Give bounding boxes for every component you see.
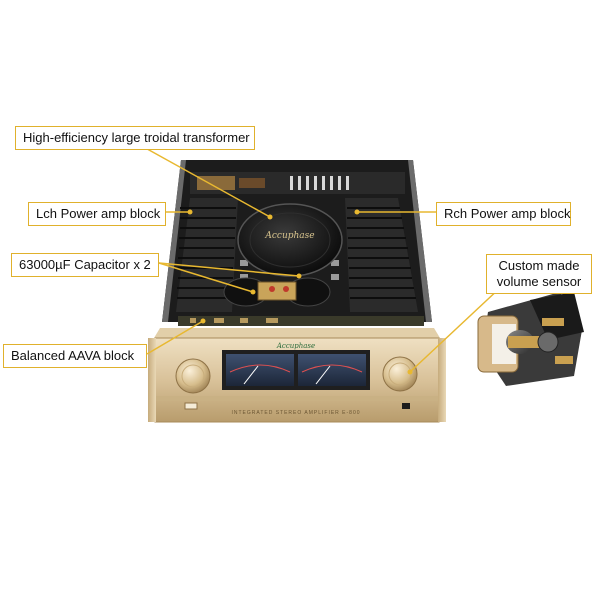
leader-lines [139,144,503,373]
callout-volume-line1: Custom made [498,258,580,273]
volume-sensor-image [477,292,584,386]
callout-volume-line2: volume sensor [496,274,582,289]
callout-transformer: High-efficiency large troidal transforme… [15,126,255,150]
front-brand-logo: Accuphase [276,342,315,350]
capacitors [223,277,331,307]
lch-heatsink [176,198,238,312]
callout-aava-block: Balanced AAVA block [3,344,147,368]
power-button [184,402,198,410]
callout-lch-power-amp: Lch Power amp block [28,202,166,226]
transformer-brand-logo: Accuphase [264,231,314,241]
aava-board [178,316,424,326]
callout-volume-sensor: Custom made volume sensor [486,254,592,294]
headphone-jack [402,403,410,409]
level-meters: Accuphase [222,342,370,390]
right-knob [382,356,418,392]
front-model-label: INTEGRATED STEREO AMPLIFIER E-800 [231,410,360,416]
toroidal-transformer: Accuphase [237,203,343,277]
rch-heatsink [345,198,418,312]
left-knob [175,358,211,394]
callout-capacitor: 63000µF Capacitor x 2 [11,253,159,277]
callout-rch-power-amp: Rch Power amp block [436,202,571,226]
